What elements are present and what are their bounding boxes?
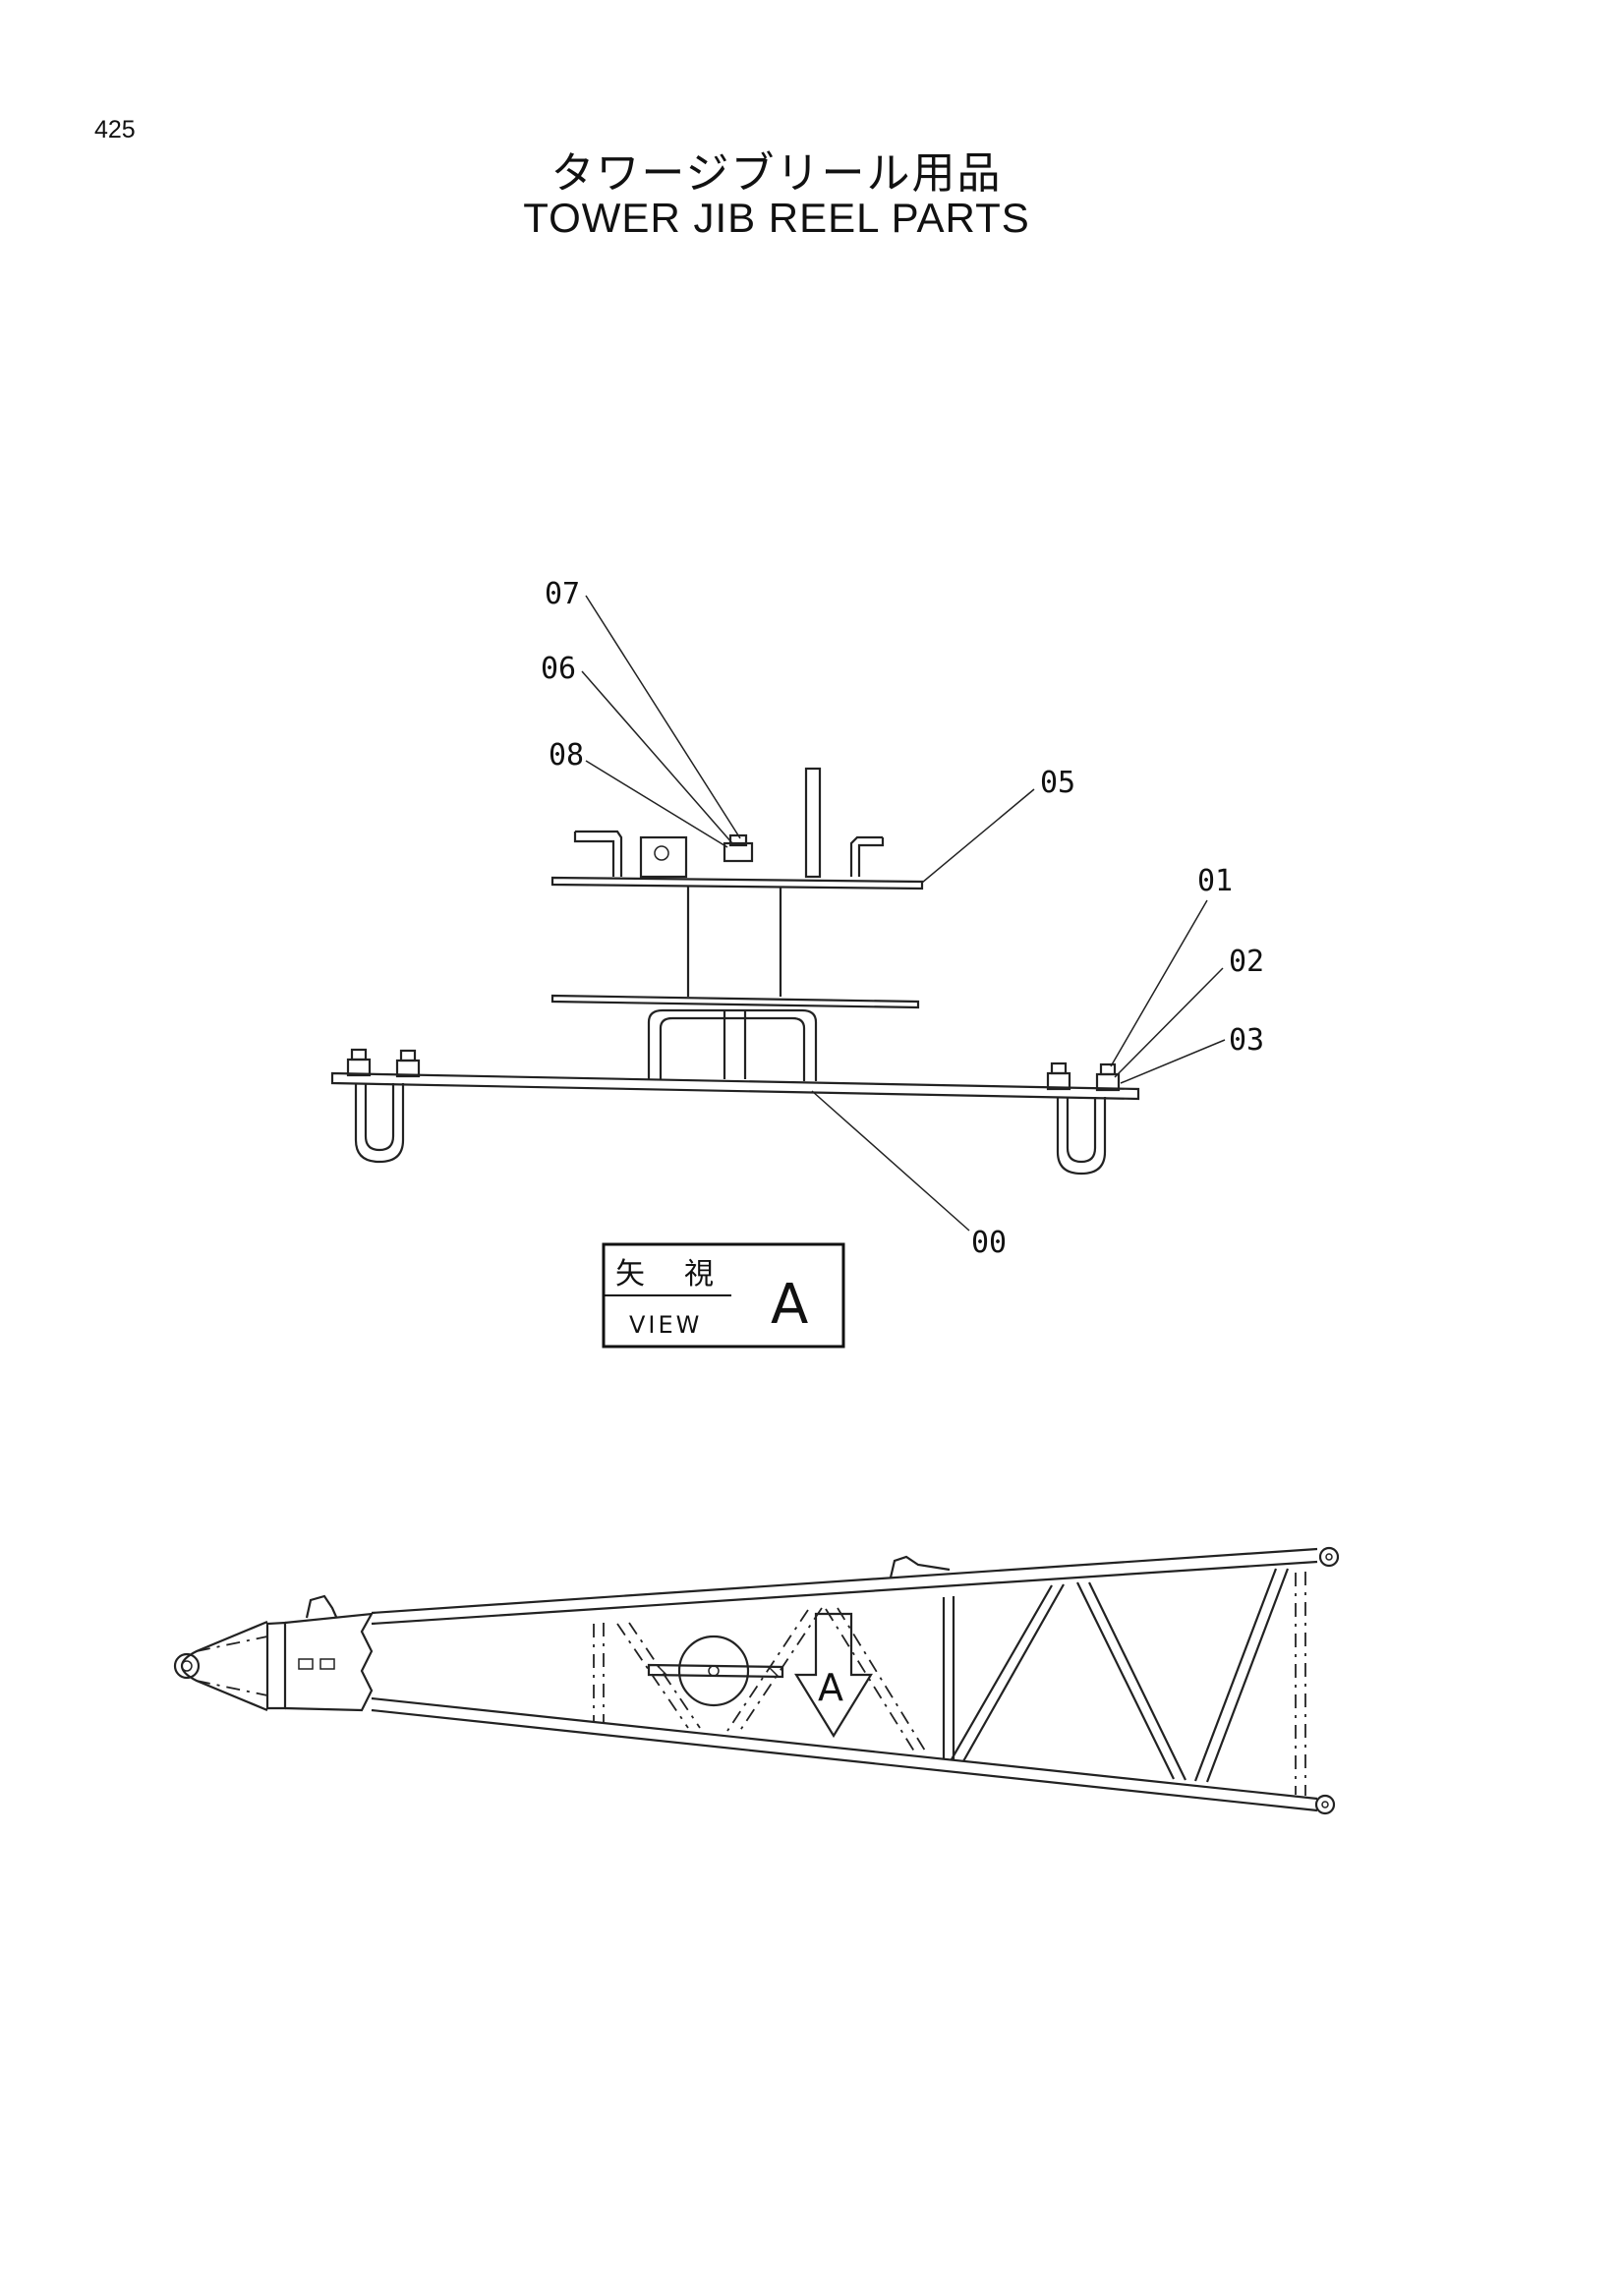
reel-assembly	[330, 595, 1226, 1232]
view-a-label: 矢 視 VIEW A	[602, 1242, 845, 1349]
view-arrow-label: A	[818, 1666, 843, 1709]
tower-jib	[173, 1546, 1340, 1815]
callout-07: 07	[545, 577, 580, 611]
callout-08: 08	[549, 738, 584, 773]
title-japanese: タワージブリール用品	[550, 148, 1003, 199]
title-english: TOWER JIB REEL PARTS	[523, 195, 1030, 241]
callout-01: 01	[1197, 864, 1233, 898]
view-label-kanji-right: 視	[684, 1257, 714, 1292]
view-label-english: VIEW	[629, 1311, 702, 1339]
callout-02: 02	[1229, 945, 1264, 979]
callout-06: 06	[541, 652, 576, 686]
callout-03: 03	[1229, 1023, 1264, 1058]
page-number: 425	[94, 116, 136, 144]
callout-00: 00	[971, 1226, 1007, 1260]
view-label-kanji-left: 矢	[615, 1257, 645, 1292]
view-label-letter: A	[771, 1273, 808, 1337]
callout-05: 05	[1040, 766, 1075, 800]
